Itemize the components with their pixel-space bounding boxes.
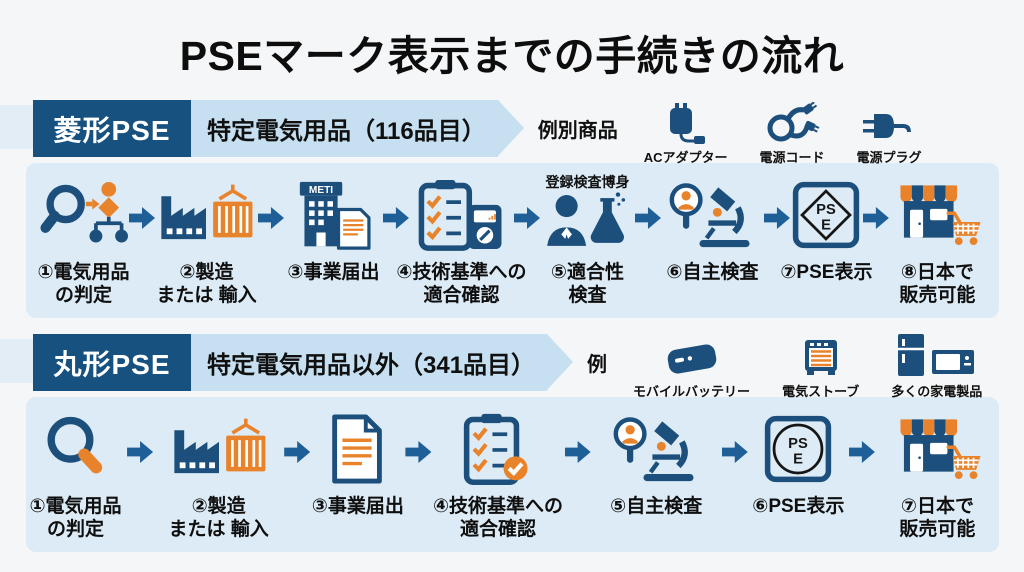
checklist-meter-icon: [419, 180, 502, 251]
arrow-icon: [634, 207, 661, 229]
examples-label: 例: [587, 354, 608, 376]
banner-text: 特定電気用品（116品目）: [207, 118, 486, 145]
step-label: ③事業届出: [311, 496, 404, 517]
step-self-inspection: ⑥自主検査: [662, 171, 762, 284]
step-label: ②製造 または 輸入: [156, 262, 257, 307]
step-label: ⑤自主検査: [610, 496, 703, 517]
pse-mark-ps-text: PS: [788, 436, 808, 452]
section-banner: 特定電気用品（116品目）: [191, 100, 524, 157]
arrow-icon: [513, 207, 540, 229]
header-left-band: [0, 105, 33, 149]
step-label: ③事業届出: [287, 262, 380, 283]
example-label: 電気ストーブ: [782, 384, 860, 399]
arrow-icon: [862, 207, 889, 229]
step-pse-display: PS E ⑥PSE表示: [752, 405, 844, 518]
arrow-icon: [405, 441, 432, 463]
section-badge-round: 丸形PSE: [33, 334, 191, 391]
registered-body-note: 登録検査博身: [545, 174, 630, 190]
step-label: ⑦日本で 販売可能: [899, 496, 976, 541]
flow-round: ①電気用品 の判定 ②製造 または 輸入 ③事業届出: [25, 397, 999, 552]
arrow-icon: [382, 207, 409, 229]
example-item: 電源コード: [760, 102, 825, 166]
pse-mark-ps-text: PS: [817, 202, 837, 218]
arrow-icon: [257, 207, 284, 229]
mobile-battery-icon: [667, 344, 716, 374]
step-business-notification: METI ③事業届出: [285, 171, 381, 284]
header-left-band: [0, 339, 33, 383]
magnifier-flowchart-icon: [39, 182, 128, 243]
pse-circle-mark-icon: PS E: [765, 415, 832, 483]
step-judgement: ①電気用品 の判定: [37, 171, 130, 307]
magnifier-icon: [47, 416, 102, 474]
pse-diamond-mark-icon: PS E: [793, 181, 860, 249]
step-label: ⑥PSE表示: [752, 496, 845, 517]
section-header-diamond: 菱形PSE 特定電気用品（116品目） 例別商品 ACアダプター 電源コード: [0, 100, 1024, 165]
example-item: 多くの家電製品: [891, 332, 982, 400]
section-badge-diamond: 菱形PSE: [33, 100, 191, 157]
meti-sign-text: METI: [309, 185, 333, 196]
examples-list: ACアダプター 電源コード 電源プラグ: [644, 102, 922, 166]
example-label: 電源プラグ: [856, 150, 922, 165]
magnifier-microscope-icon: [613, 417, 694, 482]
step-self-inspection: ⑤自主検査: [606, 405, 706, 518]
arrow-icon: [763, 207, 790, 229]
example-label: モバイルバッテリー: [633, 384, 751, 399]
arrow-icon: [848, 441, 875, 463]
example-item: 電気ストーブ: [782, 338, 859, 400]
document-icon: [332, 414, 382, 484]
section-header-round: 丸形PSE 特定電気用品以外（341品目） 例 モバイルバッテリー: [0, 334, 1024, 399]
ac-adapter-icon: [669, 103, 705, 144]
step-manufacture-import: ②製造 または 輸入: [168, 405, 269, 541]
example-item: ACアダプター: [644, 102, 728, 166]
step-sellable-japan: ⑦日本で 販売可能: [890, 405, 984, 541]
step-technical-conformity: ④技術基準への 適合確認: [396, 171, 527, 307]
step-pse-display: PS E ⑦PSE表示: [780, 171, 872, 284]
pse-mark-e-text: E: [821, 218, 831, 234]
example-label: 電源コード: [759, 150, 825, 165]
factory-container-icon: [173, 418, 266, 474]
step-label: ⑧日本で 販売可能: [899, 262, 976, 307]
electric-stove-icon: [804, 340, 837, 375]
power-plug-icon: [863, 114, 912, 138]
checklist-check-icon: [463, 413, 528, 485]
arrow-icon: [721, 441, 748, 463]
example-item: 電源プラグ: [857, 108, 922, 166]
power-cord-icon: [767, 102, 820, 142]
step-business-notification: ③事業届出: [312, 405, 404, 518]
step-label: ④技術基準への 適合確認: [432, 496, 564, 541]
examples-label: 例別商品: [537, 120, 618, 142]
step-label: ①電気用品 の判定: [37, 262, 130, 307]
step-label: ⑤適合性 検査: [550, 262, 625, 307]
step-label: ①電気用品 の判定: [29, 496, 122, 541]
factory-container-icon: [161, 184, 253, 240]
step-manufacture-import: ②製造 または 輸入: [156, 171, 257, 307]
page-title: PSEマーク表示までの手続きの流れ: [179, 33, 845, 79]
store-cart-icon: [900, 185, 981, 246]
step-label: ④技術基準への 適合確認: [396, 262, 527, 307]
step-technical-conformity: ④技術基準への 適合確認: [433, 405, 563, 541]
example-label: ACアダプター: [643, 150, 728, 165]
step-sellable-japan: ⑧日本で 販売可能: [890, 171, 984, 307]
store-cart-icon: [900, 419, 981, 480]
arrow-icon: [128, 207, 155, 229]
step-judgement: ①電気用品 の判定: [29, 405, 122, 541]
arrow-icon: [564, 441, 591, 463]
banner-text: 特定電気用品以外（341品目）: [207, 352, 536, 379]
example-label: 多くの家電製品: [891, 384, 983, 399]
arrow-icon: [284, 441, 311, 463]
example-item: モバイルバッテリー: [633, 340, 750, 400]
examples-list: モバイルバッテリー 電気ストーブ 多くの家電製品: [633, 334, 982, 400]
step-conformity-inspection: 登録検査博身 ⑤適合性 検査: [541, 171, 633, 307]
section-banner: 特定電気用品以外（341品目）: [191, 334, 574, 391]
step-label: ⑥自主検査: [666, 262, 759, 283]
meti-building-document-icon: METI: [300, 181, 371, 250]
step-label: ⑦PSE表示: [780, 262, 873, 283]
step-label: ②製造 または 輸入: [168, 496, 269, 541]
arrow-icon: [127, 441, 154, 463]
home-appliances-icon: [897, 334, 974, 376]
pse-mark-e-text: E: [793, 452, 803, 468]
inspector-flask-icon: [547, 192, 626, 246]
magnifier-microscope-icon: [670, 183, 750, 248]
flow-diamond: ①電気用品 の判定 ②製造 または 輸入 METI: [25, 163, 999, 318]
